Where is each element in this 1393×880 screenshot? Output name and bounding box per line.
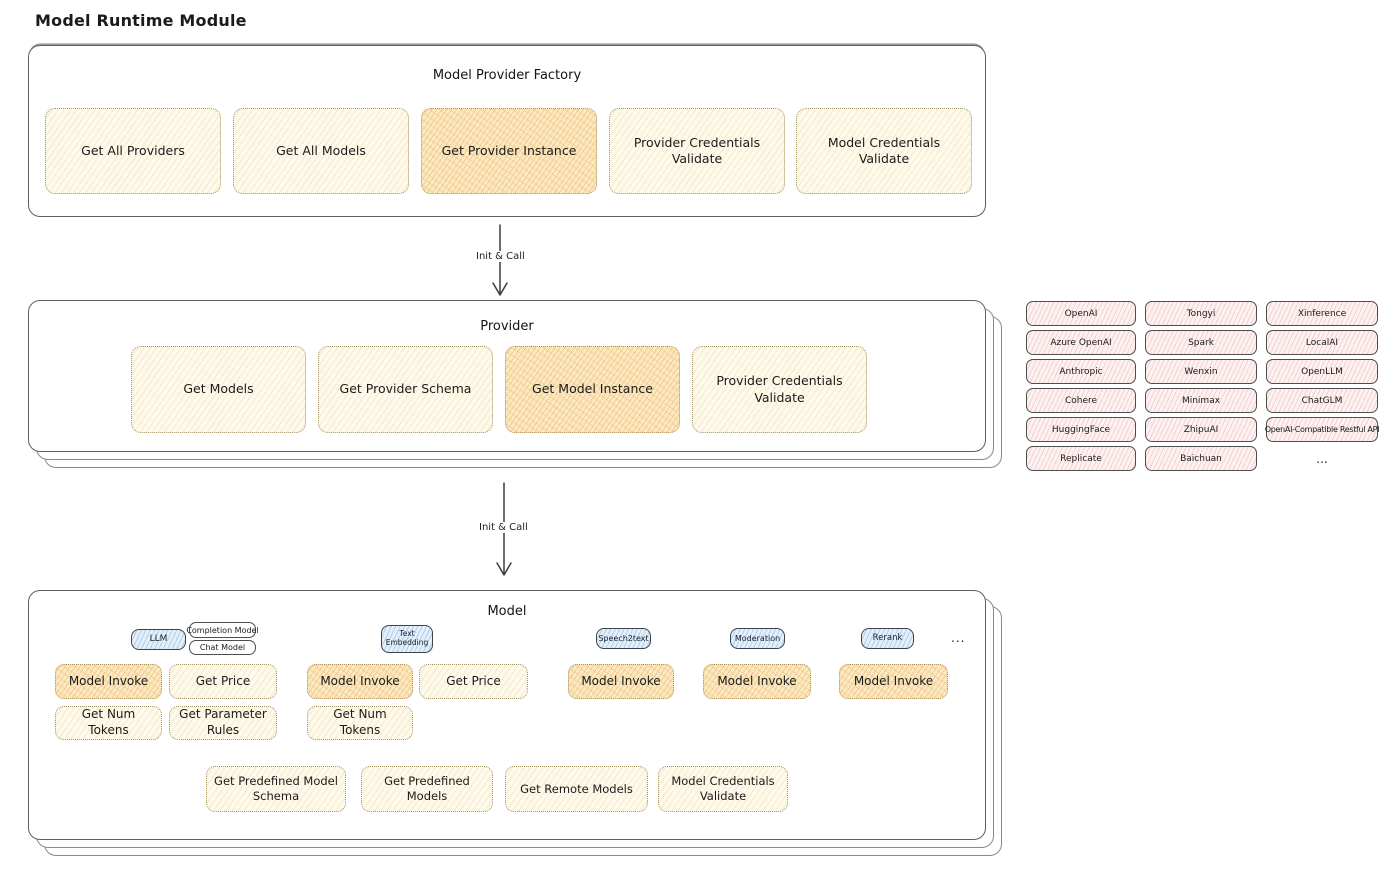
model-title: Model	[487, 604, 527, 619]
provider-get-models: Get Models	[131, 346, 306, 433]
providers-more-ellipsis: ...	[1316, 451, 1328, 466]
provider-chip: OpenAI-Compatible Restful API	[1265, 417, 1380, 442]
factory-provider-credentials-validate: Provider Credentials Validate	[609, 108, 785, 194]
factory-get-all-providers: Get All Providers	[45, 108, 221, 194]
provider-chip: HuggingFace	[1026, 417, 1136, 442]
model-panel: Model LLM Completion Model Chat Model Te…	[28, 590, 986, 840]
llm-get-parameter-rules: Get Parameter Rules	[169, 706, 277, 740]
provider-title: Provider	[480, 319, 534, 334]
text-embedding-get-price: Get Price	[419, 664, 528, 699]
text-embedding-model-invoke: Model Invoke	[307, 664, 413, 699]
moderation-model-invoke: Model Invoke	[703, 664, 811, 699]
provider-chip: Tongyi	[1145, 301, 1257, 326]
text-embedding-get-num-tokens: Get Num Tokens	[307, 706, 413, 740]
provider-chip: Replicate	[1026, 446, 1136, 471]
provider-get-model-instance: Get Model Instance	[505, 346, 680, 433]
llm-get-num-tokens: Get Num Tokens	[55, 706, 162, 740]
model-credentials-validate: Model Credentials Validate	[658, 766, 788, 812]
provider-chip: Spark	[1145, 330, 1257, 355]
tab-llm: LLM	[131, 629, 186, 650]
llm-get-price: Get Price	[169, 664, 277, 699]
provider-chip: OpenAI	[1026, 301, 1136, 326]
arrow-factory-to-provider	[492, 224, 508, 296]
tabs-more-ellipsis: ...	[951, 631, 966, 645]
factory-get-all-models: Get All Models	[233, 108, 409, 194]
provider-chip: Baichuan	[1145, 446, 1257, 471]
provider-chip: OpenLLM	[1266, 359, 1378, 384]
provider-chip: Anthropic	[1026, 359, 1136, 384]
tab-chat-model: Chat Model	[189, 640, 256, 655]
factory-title: Model Provider Factory	[432, 68, 582, 83]
provider-get-provider-schema: Get Provider Schema	[318, 346, 493, 433]
provider-chip: Azure OpenAI	[1026, 330, 1136, 355]
tab-text-embedding: Text Embedding	[381, 625, 433, 653]
provider-chip: Minimax	[1145, 388, 1257, 413]
speech2text-model-invoke: Model Invoke	[568, 664, 674, 699]
provider-chip: Cohere	[1026, 388, 1136, 413]
page-title: Model Runtime Module	[35, 11, 247, 30]
provider-chip: Xinference	[1266, 301, 1378, 326]
rerank-model-invoke: Model Invoke	[839, 664, 948, 699]
provider-chip: ZhipuAI	[1145, 417, 1257, 442]
llm-model-invoke: Model Invoke	[55, 664, 162, 699]
get-predefined-model-schema: Get Predefined Model Schema	[206, 766, 346, 812]
factory-panel: Model Provider Factory Get All Providers…	[28, 45, 986, 217]
get-predefined-models: Get Predefined Models	[361, 766, 493, 812]
tab-speech2text: Speech2text	[596, 628, 651, 649]
arrow2-label: Init & Call	[475, 522, 532, 533]
providers-grid: OpenAI Tongyi Xinference Azure OpenAI Sp…	[1026, 301, 1380, 471]
factory-model-credentials-validate: Model Credentials Validate	[796, 108, 972, 194]
tab-completion-model: Completion Model	[186, 622, 259, 638]
provider-panel: Provider Get Models Get Provider Schema …	[28, 300, 986, 452]
factory-get-provider-instance: Get Provider Instance	[421, 108, 597, 194]
arrow1-label: Init & Call	[472, 251, 529, 262]
tab-moderation: Moderation	[730, 628, 785, 649]
provider-chip: LocalAI	[1266, 330, 1378, 355]
provider-provider-credentials-validate: Provider Credentials Validate	[692, 346, 867, 433]
tab-rerank: Rerank	[861, 628, 914, 649]
get-remote-models: Get Remote Models	[505, 766, 648, 812]
provider-chip: ChatGLM	[1266, 388, 1378, 413]
provider-chip: Wenxin	[1145, 359, 1257, 384]
